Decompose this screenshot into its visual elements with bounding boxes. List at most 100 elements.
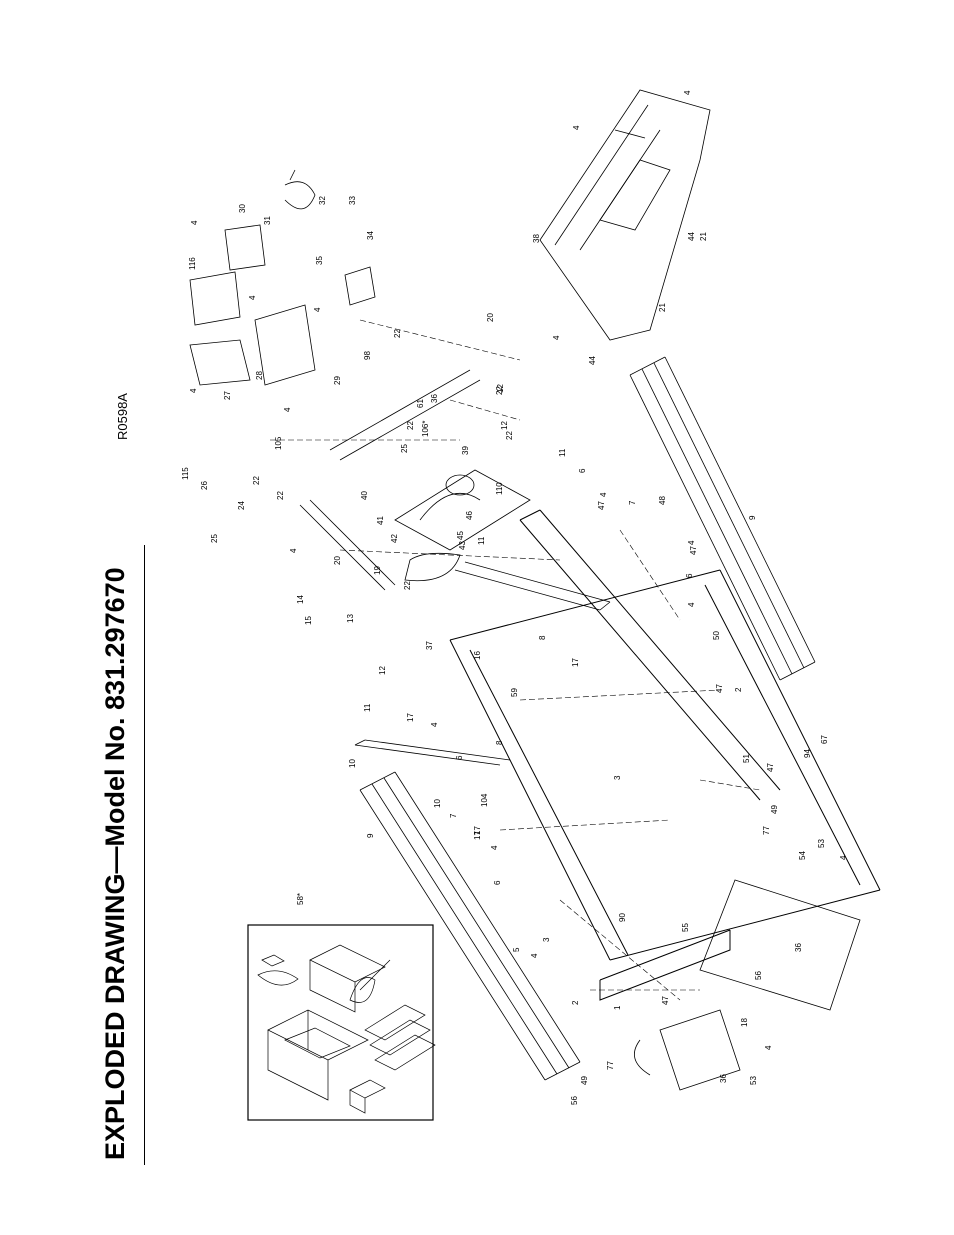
- part-label: 9: [366, 833, 375, 838]
- part-label: 53: [749, 1076, 758, 1085]
- part-label: 19: [373, 566, 382, 575]
- part-label: 77: [762, 826, 771, 835]
- part-label: 47: [715, 684, 724, 693]
- part-label: 21: [699, 232, 708, 241]
- part-label: 5: [512, 947, 521, 952]
- part-label: 6: [493, 880, 502, 885]
- part-label: 47: [597, 501, 606, 510]
- part-label: 4: [248, 295, 257, 300]
- part-label: 39: [461, 446, 470, 455]
- part-label: 77: [606, 1061, 615, 1070]
- part-label: 49: [770, 805, 779, 814]
- part-label: 4: [839, 855, 848, 860]
- part-label: 44: [687, 232, 696, 241]
- part-label: 16: [473, 651, 482, 660]
- part-label: 4: [572, 125, 581, 130]
- part-label: 11: [477, 536, 486, 545]
- part-label: 12: [496, 384, 505, 393]
- part-label: 10: [433, 799, 442, 808]
- title-underline: [144, 545, 145, 1165]
- part-label: 40: [360, 491, 369, 500]
- part-label: 36: [794, 943, 803, 952]
- part-label: 30: [238, 204, 247, 213]
- part-label: 10: [348, 759, 357, 768]
- part-label: 3: [542, 937, 551, 942]
- part-label: 4: [313, 307, 322, 312]
- part-label: 4: [687, 602, 696, 607]
- part-label: 46: [465, 511, 474, 520]
- treadmill-frame: [449, 509, 881, 1001]
- side-rail-left: [359, 771, 581, 1081]
- part-label: 2: [571, 1000, 580, 1005]
- part-label: 8: [495, 740, 504, 745]
- part-label: 24: [237, 501, 246, 510]
- part-label: 32: [318, 196, 327, 205]
- part-label: 43: [458, 541, 467, 550]
- part-label: 36: [719, 1074, 728, 1083]
- part-label: 8: [538, 635, 547, 640]
- part-label: 17: [473, 826, 482, 835]
- part-label: 47: [661, 996, 670, 1005]
- part-label: 4: [687, 540, 696, 545]
- part-label: 22: [505, 431, 514, 440]
- part-label: 49: [580, 1076, 589, 1085]
- console-parts: [189, 169, 376, 386]
- part-label: 4: [764, 1045, 773, 1050]
- exploded-guide-lines: [270, 319, 761, 1001]
- motor-hood-base: [539, 89, 711, 341]
- part-label: 11: [363, 703, 372, 712]
- part-label: 104: [480, 793, 489, 807]
- part-label: 4: [430, 722, 439, 727]
- part-label: 6: [578, 468, 587, 473]
- part-label: 48: [658, 496, 667, 505]
- part-label: 44: [588, 356, 597, 365]
- part-label: 14: [296, 595, 305, 604]
- part-label: 15: [304, 616, 313, 625]
- part-label: 7: [628, 500, 637, 505]
- part-label: 53: [817, 839, 826, 848]
- part-label: 9: [748, 515, 757, 520]
- part-label: 31: [263, 216, 272, 225]
- part-label: 4: [190, 220, 199, 225]
- part-label: 51: [742, 754, 751, 763]
- part-label: 4: [283, 407, 292, 412]
- part-label: 20: [333, 556, 342, 565]
- part-label: 12: [378, 666, 387, 675]
- part-label: 33: [348, 196, 357, 205]
- part-label: 21: [658, 303, 667, 312]
- part-label: 37: [425, 641, 434, 650]
- part-label: 22: [276, 491, 285, 500]
- part-label: 4: [599, 492, 608, 497]
- part-label: 28: [255, 371, 264, 380]
- part-label: 116: [188, 257, 197, 270]
- accessory-inset-box: [247, 924, 434, 1121]
- part-label: 6: [685, 573, 694, 578]
- part-label: 106*: [421, 421, 430, 437]
- part-label: 56: [754, 971, 763, 980]
- part-label: 35: [315, 256, 324, 265]
- accessory-kit-sketch: [257, 944, 436, 1114]
- part-label: 47: [766, 763, 775, 772]
- inset-label: 58*: [296, 893, 305, 905]
- part-label: 4: [683, 90, 692, 95]
- part-label: 50: [712, 631, 721, 640]
- part-label: 22: [393, 329, 402, 338]
- part-label: 7: [449, 813, 458, 818]
- part-label: 17: [473, 831, 482, 840]
- part-label: 94: [803, 749, 812, 758]
- part-label: 25: [210, 534, 219, 543]
- upper-crossbar: [299, 369, 481, 591]
- part-label: 54: [798, 851, 807, 860]
- part-label: 61: [416, 399, 425, 408]
- part-label: 4: [189, 388, 198, 393]
- part-label: 55: [681, 923, 690, 932]
- part-label: 4: [289, 548, 298, 553]
- part-label: 4: [552, 335, 561, 340]
- part-label: 45: [456, 531, 465, 540]
- part-label: 4: [490, 845, 499, 850]
- part-label: 13: [346, 614, 355, 623]
- part-label: 3: [613, 775, 622, 780]
- part-label: 17: [571, 658, 580, 667]
